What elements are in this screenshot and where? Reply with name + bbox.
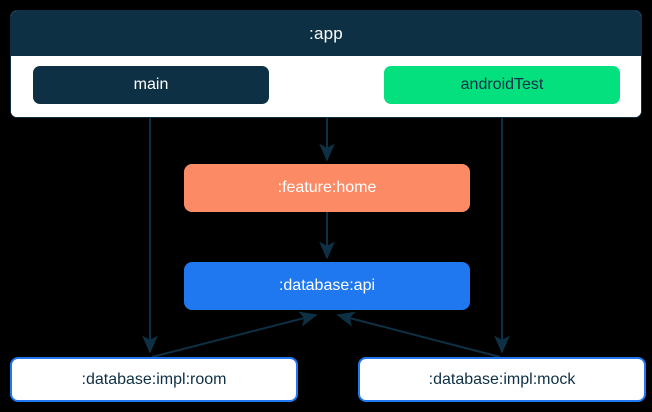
app-source-set-area: main androidTest bbox=[11, 56, 641, 117]
node-feature-home[interactable]: :feature:home bbox=[184, 164, 470, 212]
source-set-main[interactable]: main bbox=[33, 66, 269, 104]
app-module-title: :app bbox=[11, 11, 641, 56]
node-database-impl-mock[interactable]: :database:impl:mock bbox=[358, 357, 646, 402]
edge-impl-mock-to-database-api bbox=[336, 311, 501, 358]
source-set-androidtest[interactable]: androidTest bbox=[384, 66, 620, 104]
node-database-impl-room[interactable]: :database:impl:room bbox=[10, 357, 298, 402]
node-database-api[interactable]: :database:api bbox=[184, 262, 470, 310]
app-module-container[interactable]: :app main androidTest bbox=[10, 10, 642, 118]
edge-impl-room-to-database-api bbox=[151, 311, 318, 358]
